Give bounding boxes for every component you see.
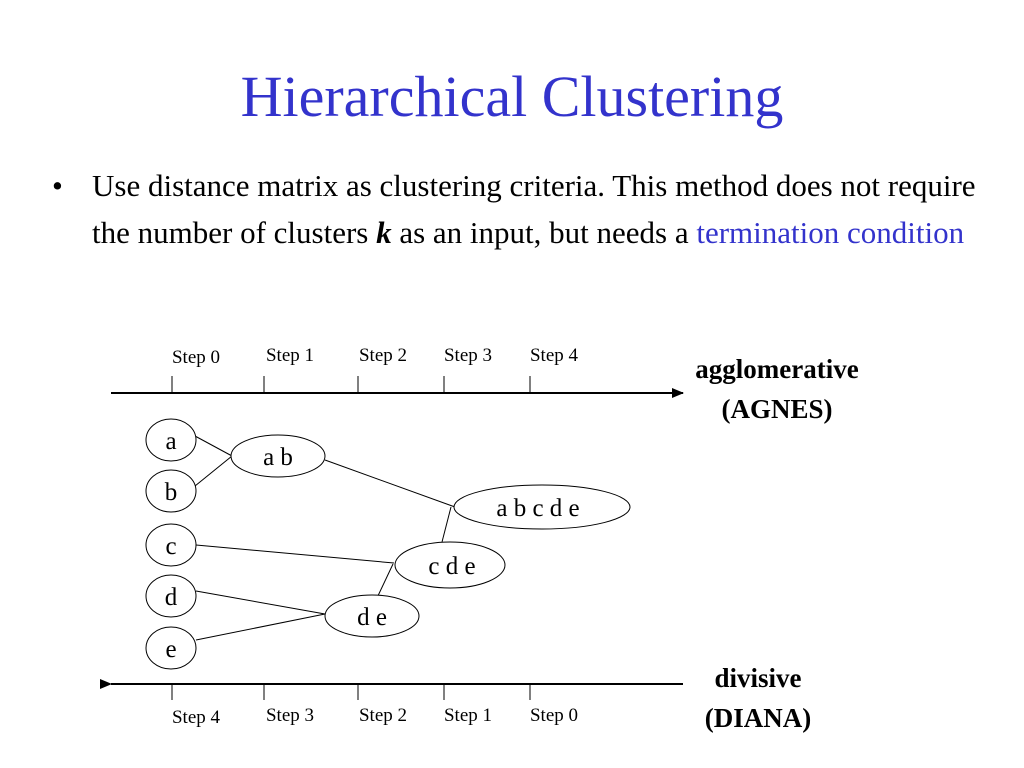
node-d: d	[145, 574, 197, 618]
node-e-label: e	[165, 636, 176, 663]
node-a: a	[145, 418, 197, 462]
node-c-label: c	[165, 533, 176, 560]
divisive-label: divisive	[714, 663, 801, 693]
bottom-step-axis: Step 4 Step 3 Step 2 Step 1 Step 0 divis…	[100, 663, 811, 733]
edge-de-cde	[375, 563, 394, 601]
edge-cde-abcde	[441, 506, 452, 543]
edge-e-de	[195, 613, 326, 641]
node-abcde: a b c d e	[453, 484, 631, 530]
bottom-step-label-1: Step 3	[266, 705, 314, 726]
top-step-label-2: Step 2	[359, 345, 407, 366]
node-d-label: d	[165, 584, 178, 611]
top-step-label-3: Step 3	[444, 345, 492, 366]
bottom-step-label-4: Step 0	[530, 705, 578, 726]
bottom-step-label-0: Step 4	[172, 707, 221, 728]
node-b-label: b	[165, 479, 178, 506]
diana-label: (DIANA)	[705, 703, 811, 733]
bullet-text-part-1: Use distance matrix as clustering criter…	[92, 168, 976, 250]
top-step-label-4: Step 4	[530, 345, 579, 366]
node-abcde-label: a b c d e	[496, 495, 579, 522]
agglomerative-label: agglomerative	[695, 354, 858, 384]
bottom-step-label-3: Step 1	[444, 705, 492, 726]
edge-c-cde	[195, 544, 395, 564]
bullet-text-part-2: as an input, but needs a	[391, 215, 697, 250]
termination-condition-highlight: termination condition	[696, 215, 965, 250]
edge-a-ab	[194, 435, 233, 457]
top-step-label-1: Step 1	[266, 345, 314, 366]
bullet-mark: •	[52, 168, 63, 203]
node-cde: c d e	[394, 541, 506, 589]
top-step-axis: Step 0 Step 1 Step 2 Step 3 Step 4 agglo…	[111, 345, 859, 424]
edge-b-ab	[194, 455, 233, 487]
node-e: e	[145, 626, 197, 670]
node-de: d e	[324, 594, 420, 638]
top-step-label-0: Step 0	[172, 347, 220, 368]
edge-d-de	[195, 590, 326, 615]
node-cde-label: c d e	[428, 553, 475, 580]
slide-title: Hierarchical Clustering	[240, 64, 784, 129]
node-c: c	[145, 523, 197, 567]
node-ab: a b	[230, 434, 326, 478]
edge-ab-abcde	[324, 459, 456, 508]
node-b: b	[145, 469, 197, 513]
node-a-label: a	[165, 428, 176, 455]
node-ab-label: a b	[263, 444, 293, 471]
bullet-variable-k: k	[376, 215, 392, 250]
agnes-label: (AGNES)	[721, 394, 832, 424]
bullet-text: Use distance matrix as clustering criter…	[92, 162, 992, 256]
bottom-step-label-2: Step 2	[359, 705, 407, 726]
dendrogram-edges	[194, 435, 456, 641]
node-de-label: d e	[357, 604, 387, 631]
